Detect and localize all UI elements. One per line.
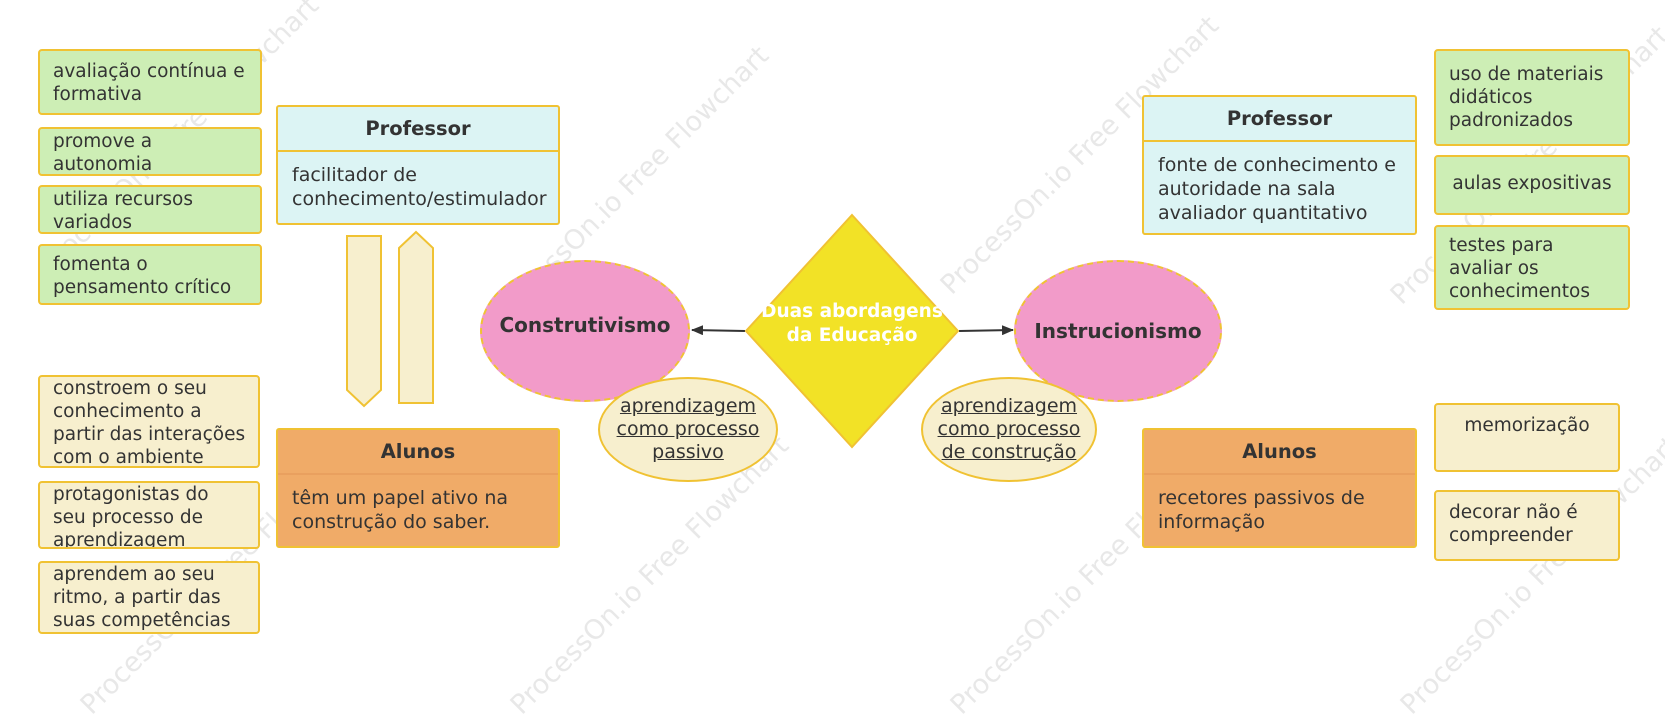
note-line: aprendizagem [53, 530, 186, 549]
constructivism-node: Construtivismo [480, 260, 690, 402]
card-header: Alunos [1144, 430, 1415, 475]
note-line: conhecimento a [53, 401, 202, 422]
arrow-to-constructivism [691, 325, 746, 336]
right-alunos-note: memorização [1434, 403, 1620, 472]
bubble-text: aprendizagem como processo de construção [938, 395, 1081, 464]
node-title: Construtivismo [499, 313, 671, 337]
note-line: testes para [1449, 235, 1554, 256]
card-body-line: conhecimento/estimulador [292, 188, 547, 210]
bubble-line: como processo [616, 418, 760, 440]
note-line: decorar não é [1449, 502, 1578, 523]
note-line: aulas expositivas [1452, 173, 1612, 194]
instructionism-node: Instrucionismo [1014, 260, 1222, 402]
card-header: Alunos [278, 430, 558, 475]
node-title: Instrucionismo [1034, 319, 1202, 343]
card-body-line: fonte de conhecimento e [1158, 154, 1396, 176]
card-body: fonte de conhecimento e autoridade na sa… [1144, 142, 1415, 225]
right-professor-note: aulas expositivas [1434, 155, 1630, 215]
note-line: pensamento crítico [53, 277, 232, 298]
left-alunos-note: aprendem ao seu ritmo, a partir das suas… [38, 561, 260, 634]
left-professor-note: promove a autonomia [38, 127, 262, 176]
right-learning-bubble: aprendizagem como processo de construção [921, 377, 1097, 482]
bubble-line: passivo [652, 441, 724, 463]
bubble-line: aprendizagem [940, 395, 1078, 417]
center-label: Duas abordagens da Educação [752, 300, 952, 348]
note-line: fomenta o [53, 254, 148, 275]
card-body-line: construção do saber. [292, 511, 491, 533]
note-line: utiliza recursos [53, 189, 194, 210]
card-body-line: autoridade na sala [1158, 178, 1336, 200]
note-line: conhecimentos [1449, 281, 1590, 302]
left-learning-bubble: aprendizagem como processo passivo [598, 377, 778, 482]
note-line: memorização [1464, 415, 1590, 436]
left-professor-note: avaliação contínua e formativa [38, 49, 262, 115]
note-line: formativa [53, 84, 143, 105]
note-line: aprendem ao seu [53, 564, 215, 585]
card-body-line: têm um papel ativo na [292, 487, 509, 509]
note-line: compreender [1449, 525, 1573, 546]
note-line: com o ambiente [53, 447, 204, 468]
bubble-line: de construção [941, 441, 1077, 463]
note-line: avaliar os [1449, 258, 1539, 279]
note-line: ritmo, a partir das [53, 587, 221, 608]
left-alunos-note: constroem o seu conhecimento a partir da… [38, 375, 260, 468]
note-line: avaliação contínua e [53, 61, 245, 82]
right-professor-card: Professor fonte de conhecimento e autori… [1142, 95, 1417, 235]
note-line: promove a [53, 131, 153, 152]
card-body-line: informação [1158, 511, 1265, 533]
bubble-text: aprendizagem como processo passivo [617, 395, 760, 464]
card-header: Professor [278, 107, 558, 152]
note-line: partir das interações [53, 424, 246, 445]
card-body: têm um papel ativo na construção do sabe… [278, 475, 558, 534]
note-line: suas competências [53, 610, 231, 631]
note-line: autonomia [53, 154, 153, 175]
note-line: seu processo de [53, 507, 204, 528]
card-body: facilitador de conhecimento/estimulador [278, 152, 558, 211]
card-header: Professor [1144, 97, 1415, 142]
note-line: protagonistas do [53, 484, 209, 505]
left-professor-note: utiliza recursos variados [38, 185, 262, 234]
center-label-line: da Educação [786, 325, 918, 346]
note-line: variados [53, 212, 133, 233]
card-body: recetores passivos de informação [1144, 475, 1415, 534]
diagram-shapes [346, 213, 1014, 449]
right-alunos-card: Alunos recetores passivos de informação [1142, 428, 1417, 548]
center-label-line: Duas abordagens [761, 301, 943, 322]
card-body-line: recetores passivos de [1158, 487, 1365, 509]
arrow-to-instructionism [958, 325, 1014, 336]
card-body-line: facilitador de [292, 164, 417, 186]
down-pointer-shape [346, 235, 382, 408]
note-line: constroem o seu [53, 378, 207, 399]
right-alunos-note: decorar não é compreender [1434, 490, 1620, 561]
card-body-line: avaliador quantitativo [1158, 202, 1368, 224]
note-line: uso de materiais [1449, 64, 1604, 85]
right-professor-note: testes para avaliar os conhecimentos [1434, 225, 1630, 310]
left-alunos-card: Alunos têm um papel ativo na construção … [276, 428, 560, 548]
right-professor-note: uso de materiais didáticos padronizados [1434, 49, 1630, 146]
left-professor-card: Professor facilitador de conhecimento/es… [276, 105, 560, 225]
center-diamond [744, 213, 960, 449]
bubble-line: aprendizagem [619, 395, 757, 417]
note-line: padronizados [1449, 110, 1573, 131]
note-line: didáticos [1449, 87, 1533, 108]
left-alunos-note: protagonistas do seu processo de aprendi… [38, 481, 260, 549]
up-pointer-shape [398, 230, 434, 404]
bubble-line: como processo [937, 418, 1081, 440]
left-professor-note: fomenta o pensamento crítico [38, 244, 262, 305]
